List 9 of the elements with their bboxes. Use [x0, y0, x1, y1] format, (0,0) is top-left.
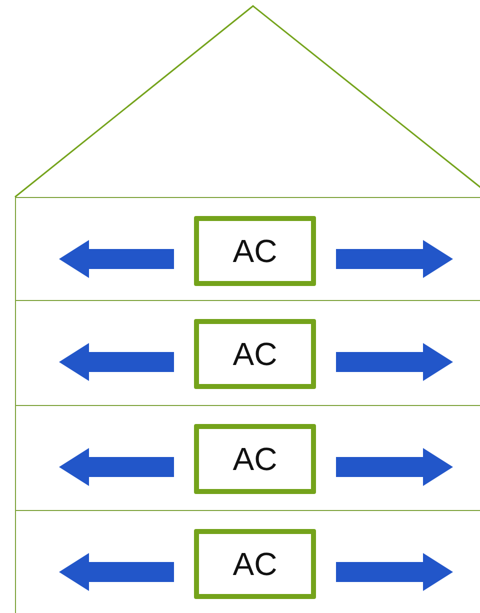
ac-unit-box [194, 424, 316, 494]
unit-label: AC [232, 440, 278, 478]
floor-band [15, 197, 480, 301]
unit-label: AC [232, 336, 278, 372]
unit-label: AC [232, 546, 278, 582]
ac-unit-box [194, 529, 316, 599]
unit-label: AC [232, 232, 278, 270]
ac-unit-box [194, 216, 316, 286]
ac-unit-box [194, 319, 316, 389]
